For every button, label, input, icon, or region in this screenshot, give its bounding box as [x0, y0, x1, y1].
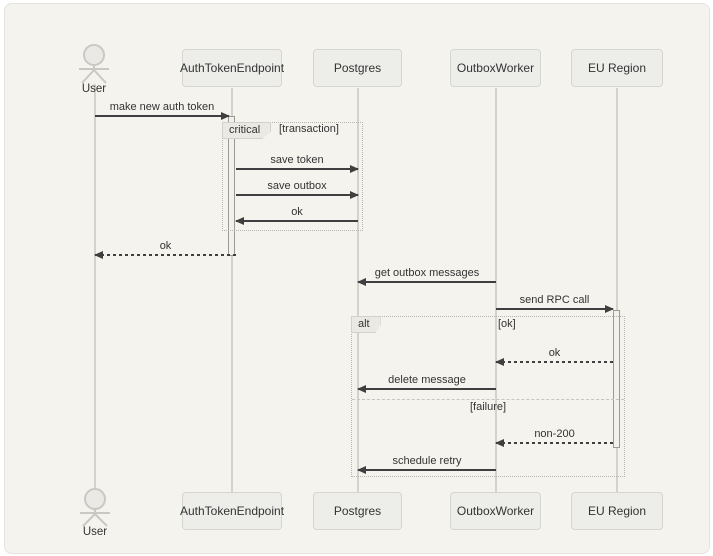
actor-label-user-bottom: User	[82, 526, 108, 538]
message-label: ok	[159, 240, 172, 252]
message-line	[236, 165, 359, 173]
message-get-outbox-messages: get outbox messages	[357, 265, 496, 286]
message-label: ok	[548, 347, 561, 359]
user-actor-icon	[80, 488, 110, 527]
arrowhead-left-icon	[94, 251, 103, 259]
arrowhead-left-icon	[495, 358, 504, 366]
message-line	[496, 305, 614, 313]
participant-box-postgres-bottom: Postgres	[313, 492, 402, 530]
message-line	[95, 112, 230, 120]
message-label: make new auth token	[109, 101, 215, 113]
message-line	[495, 439, 613, 447]
participant-label: AuthTokenEndpoint	[179, 61, 285, 75]
message-line	[357, 466, 496, 474]
message-save-token: save token	[236, 152, 359, 173]
participant-box-outboxworker-bottom: OutboxWorker	[450, 492, 541, 530]
message-line	[94, 251, 236, 259]
message-delete-message: delete message	[357, 372, 496, 393]
message-label: non-200	[534, 428, 575, 440]
participant-label: OutboxWorker	[456, 504, 535, 518]
arrowhead-right-icon	[350, 165, 359, 173]
critical-guard-label: [transaction]	[279, 123, 339, 135]
participant-label: AuthTokenEndpoint	[179, 504, 285, 518]
participant-box-postgres-top: Postgres	[313, 49, 402, 87]
participant-box-eu-region-top: EU Region	[571, 49, 663, 87]
participant-box-outboxworker-top: OutboxWorker	[450, 49, 541, 87]
message-label: send RPC call	[519, 294, 590, 306]
message-label: schedule retry	[392, 455, 462, 467]
message-save-outbox: save outbox	[236, 178, 359, 199]
message-line	[357, 278, 496, 286]
participant-box-authtokenendpoint-top: AuthTokenEndpoint	[179, 49, 285, 87]
message-label: ok	[291, 206, 303, 218]
user-actor-icon	[79, 44, 109, 84]
participant-label: Postgres	[333, 61, 382, 75]
lifeline-outboxworker	[495, 88, 497, 492]
critical-operator-tab: critical	[222, 122, 272, 139]
lifeline-postgres	[357, 88, 359, 492]
participant-box-authtokenendpoint-bottom: AuthTokenEndpoint	[179, 492, 285, 530]
message-send-rpc-call: send RPC call	[496, 292, 614, 313]
participant-box-eu-region-bottom: EU Region	[571, 492, 663, 530]
message-make-new-auth-token: make new auth token	[95, 99, 230, 120]
alt-fragment-frame	[351, 316, 625, 477]
message-ok-eu-to-outbox: ok	[495, 345, 613, 366]
arrowhead-left-icon	[357, 385, 366, 393]
message-line	[235, 217, 358, 225]
participant-label: Postgres	[333, 504, 382, 518]
message-line	[236, 191, 359, 199]
actor-label-user-top: User	[81, 83, 107, 95]
arrowhead-right-icon	[350, 191, 359, 199]
arrowhead-left-icon	[357, 278, 366, 286]
message-label: save outbox	[267, 180, 327, 192]
arrowhead-right-icon	[221, 112, 230, 120]
arrowhead-right-icon	[605, 305, 614, 313]
lifeline-authtokenendpoint	[231, 88, 233, 492]
message-ok-auth-to-user: ok	[94, 238, 236, 259]
message-schedule-retry: schedule retry	[357, 453, 496, 474]
arrowhead-left-icon	[235, 217, 244, 225]
participant-label: EU Region	[587, 61, 647, 75]
alt-operator-tab: alt	[351, 316, 381, 333]
message-line	[357, 385, 496, 393]
critical-fragment-frame	[222, 122, 363, 231]
message-label: save token	[270, 154, 324, 166]
message-non-200: non-200	[495, 426, 613, 447]
arrowhead-left-icon	[495, 439, 504, 447]
activation-eu-region	[613, 310, 620, 448]
participant-label: OutboxWorker	[456, 61, 535, 75]
lifeline-eu-region	[616, 88, 618, 492]
lifeline-user	[94, 84, 96, 488]
message-ok-postgres-to-auth: ok	[235, 204, 358, 225]
participant-label: EU Region	[587, 504, 647, 518]
alt-guard-ok-label: [ok]	[498, 318, 516, 330]
message-label: delete message	[388, 374, 466, 386]
alt-divider	[352, 399, 624, 400]
message-line	[495, 358, 613, 366]
alt-guard-failure-label: [failure]	[469, 401, 507, 413]
message-label: get outbox messages	[374, 267, 480, 279]
arrowhead-left-icon	[357, 466, 366, 474]
